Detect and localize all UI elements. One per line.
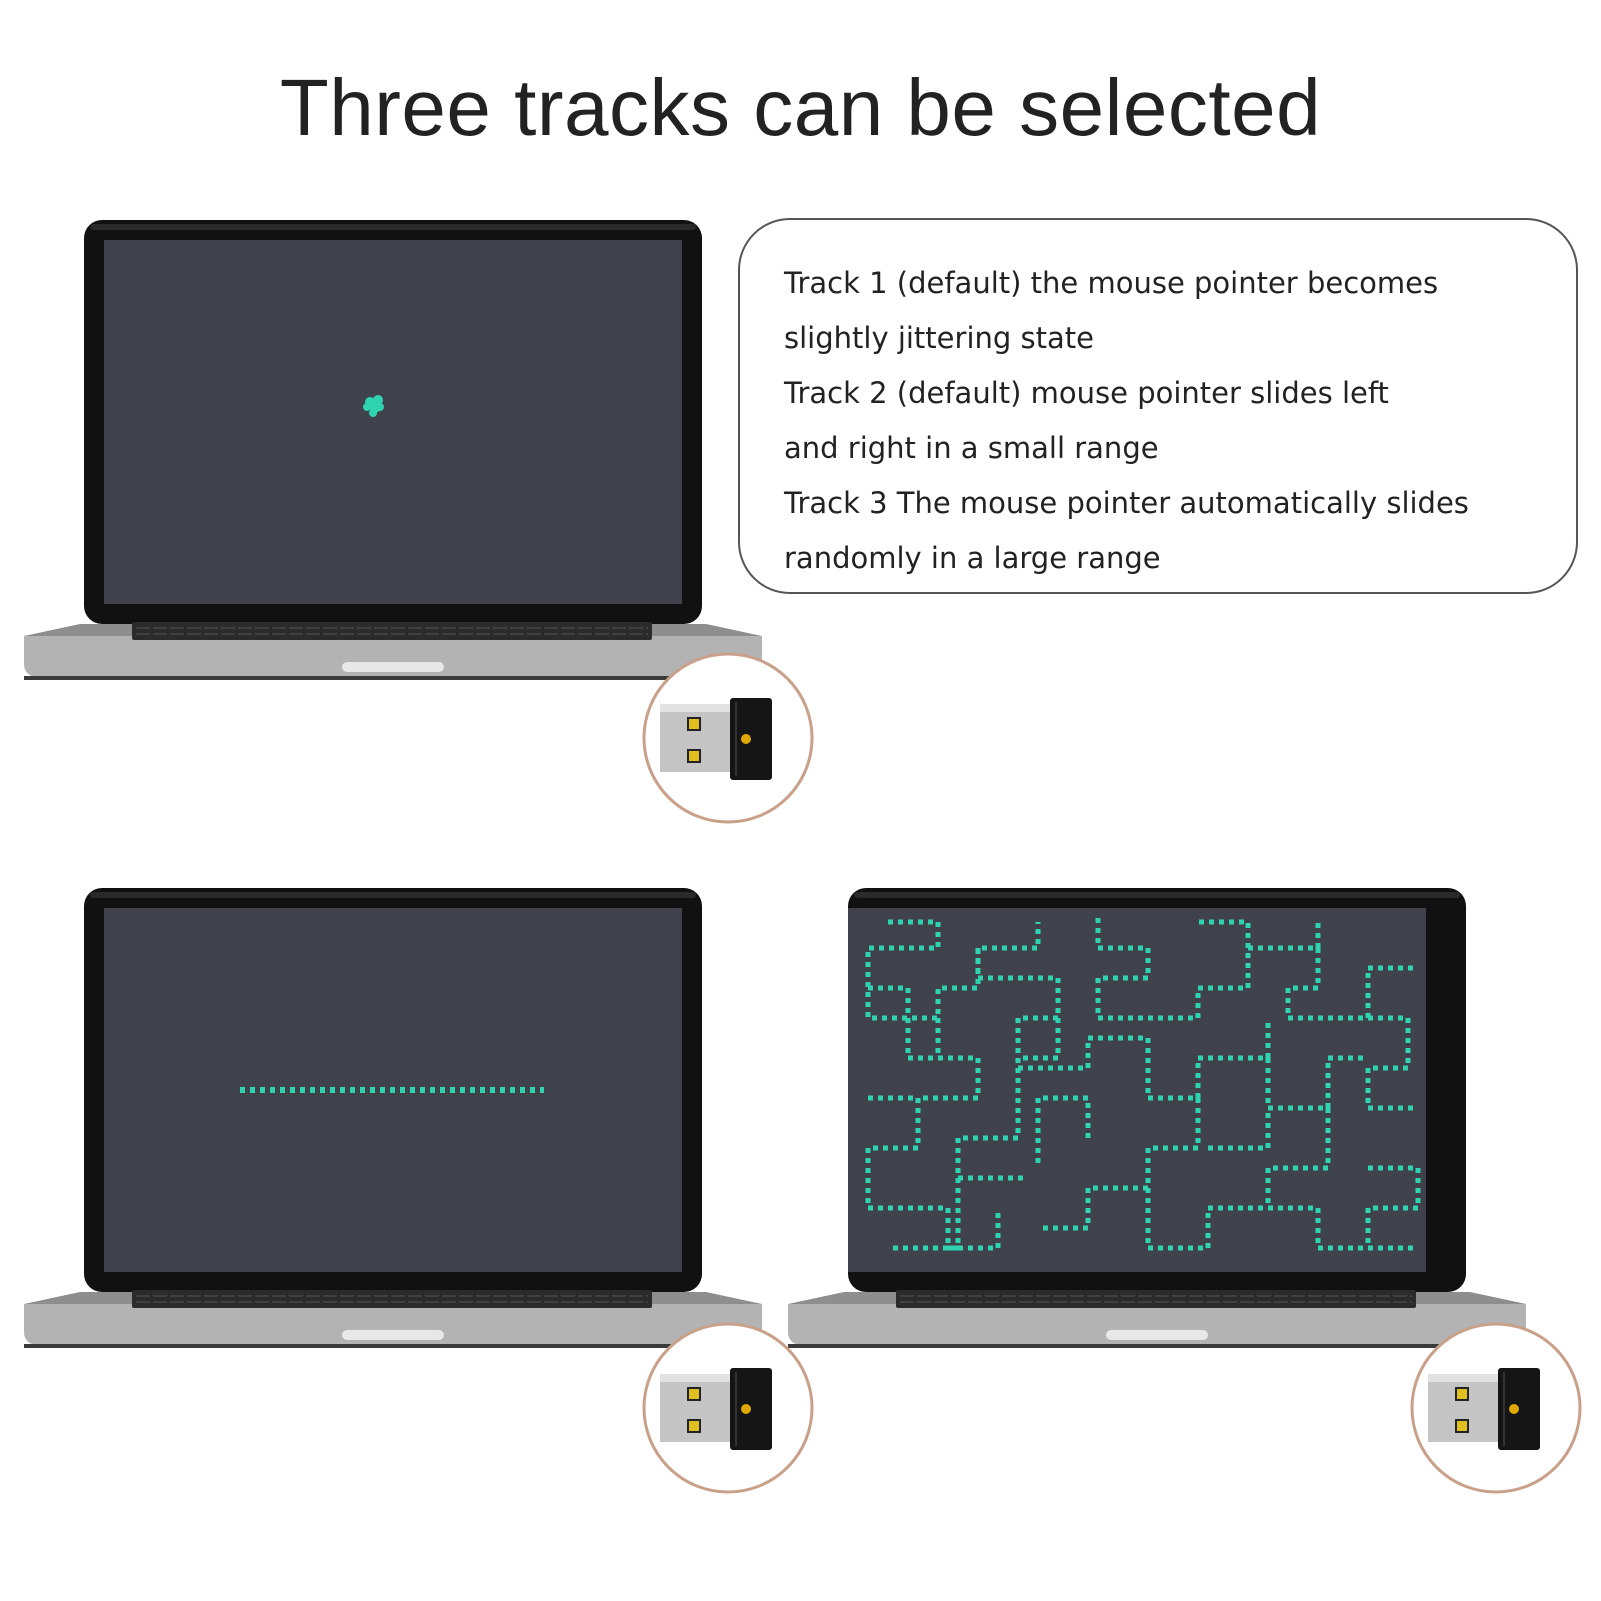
- laptop-track3: [784, 880, 1544, 1370]
- laptop-screen-track3: [848, 908, 1426, 1272]
- laptop-screen-track2: [104, 908, 682, 1272]
- usb-dongle-3: [1408, 1320, 1584, 1496]
- laptop-screen-track1: [104, 240, 682, 604]
- track1-line2: slightly jittering state: [784, 321, 1094, 355]
- page-title: Three tracks can be selected: [279, 63, 1322, 152]
- mouse-pointer-trail-icon: [240, 1087, 544, 1093]
- usb-dongle-icon: [1410, 1322, 1582, 1494]
- usb-dongle-2: [640, 1320, 816, 1496]
- track3-line1: Track 3 The mouse pointer automatically …: [784, 486, 1469, 520]
- track1-line1: Track 1 (default) the mouse pointer beco…: [784, 266, 1439, 300]
- mouse-pointer-trail-icon: [363, 395, 384, 417]
- usb-dongle-icon: [642, 652, 814, 824]
- mouse-pointer-trail-icon: [865, 918, 1421, 1251]
- laptop-track1: [20, 212, 780, 702]
- usb-dongle-1: [640, 650, 816, 826]
- track3-line2: randomly in a large range: [784, 541, 1161, 575]
- usb-dongle-icon: [642, 1322, 814, 1494]
- laptop-track2: [20, 880, 780, 1370]
- track2-line2: and right in a small range: [784, 431, 1159, 465]
- track-description-box: Track 1 (default) the mouse pointer beco…: [738, 218, 1578, 594]
- track2-line1: Track 2 (default) mouse pointer slides l…: [784, 376, 1389, 410]
